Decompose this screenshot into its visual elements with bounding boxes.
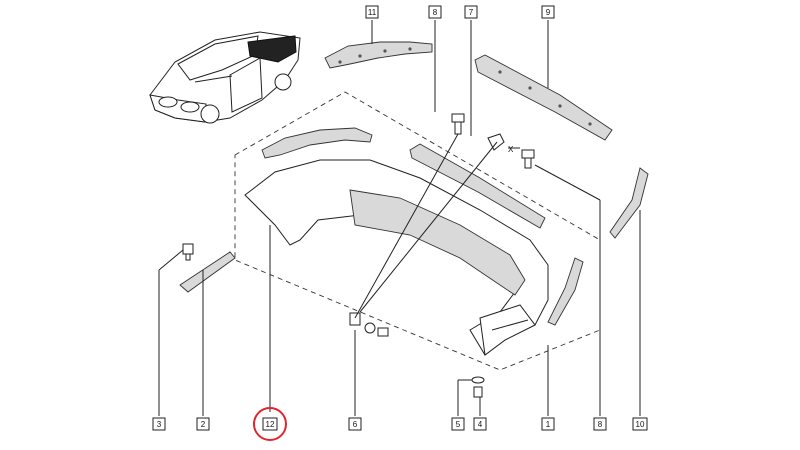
car-illustration — [149, 31, 301, 124]
svg-text:8: 8 — [598, 420, 603, 429]
svg-text:3: 3 — [157, 420, 162, 429]
fastener-bolt-8b — [521, 149, 535, 169]
svg-text:8: 8 — [433, 8, 438, 17]
part-12-rear-bumper — [244, 159, 549, 356]
fastener-clip-6 — [349, 312, 389, 337]
svg-text:6: 6 — [353, 420, 358, 429]
part-10-side-strip — [609, 167, 649, 239]
callout-3: 3 — [152, 417, 166, 431]
part-left-side-strip — [547, 257, 584, 326]
callout-2: 2 — [196, 417, 210, 431]
callout-10: 10 — [632, 417, 648, 431]
callout-8-top: 8 — [428, 5, 442, 19]
svg-text:4: 4 — [478, 420, 483, 429]
part-right-inner-bracket — [409, 143, 546, 229]
fastener-clip-7 — [487, 133, 505, 151]
x-marker: X — [508, 145, 514, 154]
fastener-nut-5 — [471, 376, 485, 384]
svg-text:11: 11 — [368, 8, 377, 17]
assembly-dashed-outline — [234, 91, 601, 371]
highlight-circle — [253, 407, 287, 441]
leader-lines — [158, 20, 641, 416]
svg-text:10: 10 — [636, 420, 645, 429]
callout-4: 4 — [473, 417, 487, 431]
svg-text:1: 1 — [546, 420, 551, 429]
svg-text:2: 2 — [201, 420, 206, 429]
fastener-bolt-8 — [451, 113, 465, 135]
callout-12: 12 — [262, 417, 278, 431]
callout-9: 9 — [541, 5, 555, 19]
fastener-bolt-4 — [473, 386, 483, 398]
callout-6: 6 — [348, 417, 362, 431]
callout-8-bottom: 8 — [593, 417, 607, 431]
part-11-upper-bracket — [324, 41, 433, 69]
svg-text:5: 5 — [456, 420, 461, 429]
svg-text:9: 9 — [546, 8, 551, 17]
svg-text:12: 12 — [266, 420, 275, 429]
part-2-bracket — [179, 251, 236, 293]
part-upper-inner-bracket — [261, 127, 373, 159]
svg-text:7: 7 — [469, 8, 474, 17]
callout-5: 5 — [451, 417, 465, 431]
callout-11: 11 — [365, 5, 379, 19]
fastener-clip-3 — [182, 243, 194, 261]
callout-7: 7 — [464, 5, 478, 19]
callout-1: 1 — [541, 417, 555, 431]
part-9-long-bracket — [474, 54, 613, 141]
